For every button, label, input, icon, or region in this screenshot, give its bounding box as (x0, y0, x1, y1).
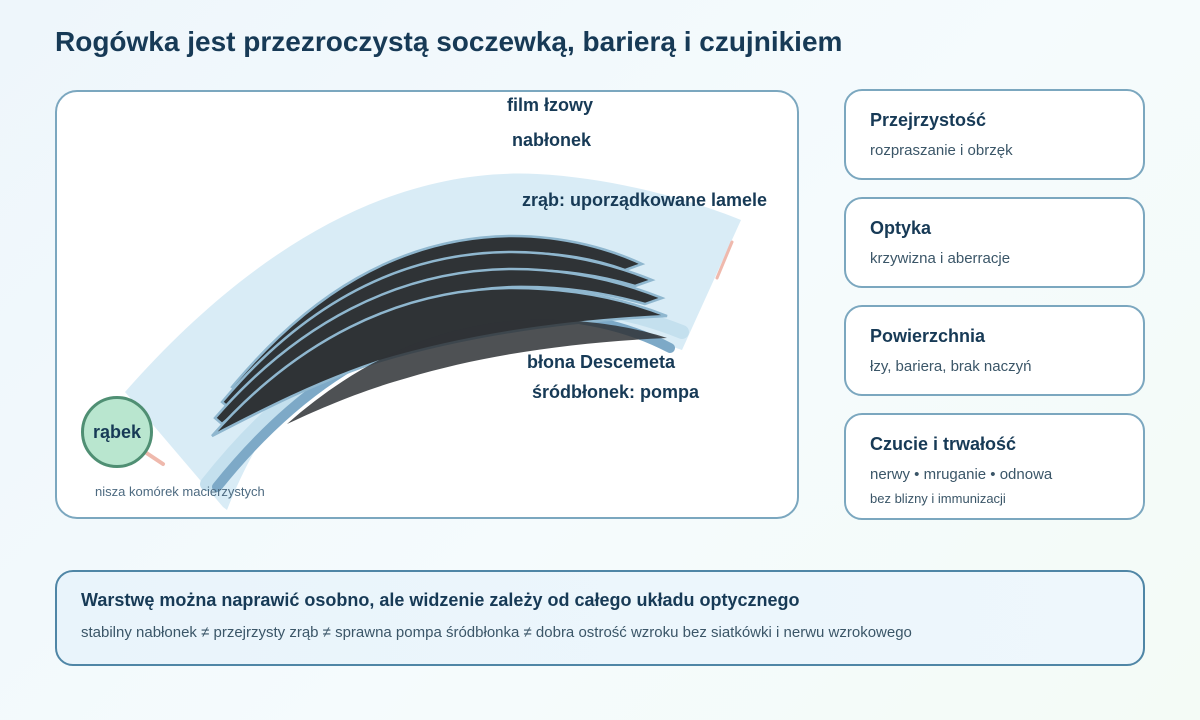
card-text: rozpraszanie i obrzęk (870, 142, 1013, 159)
limbus-note: nisza komórek macierzystych (95, 484, 265, 499)
card-transparency: Przejrzystość rozpraszanie i obrzęk (844, 89, 1145, 180)
card-sensation: Czucie i trwałość nerwy • mruganie • odn… (844, 413, 1145, 520)
summary-title: Warstwę można naprawić osobno, ale widze… (81, 590, 800, 610)
page-title: Rogówka jest przezroczystą soczewką, bar… (55, 26, 843, 57)
card-title: Powierzchnia (870, 326, 986, 346)
nerve-right (715, 240, 734, 280)
card-text: łzy, bariera, brak naczyń (870, 358, 1032, 375)
limbus-marker: rąbek (81, 396, 153, 468)
card-title: Czucie i trwałość (870, 434, 1017, 454)
limbus-label: rąbek (92, 421, 142, 442)
card-text: krzywizna i aberracje (870, 250, 1011, 267)
nerve-limbus (143, 450, 165, 466)
card-surface: Powierzchnia łzy, bariera, brak naczyń (844, 305, 1145, 396)
epithelium-label: nabłonek (512, 130, 592, 150)
card-subtext: bez blizny i immunizacji (870, 491, 1006, 506)
card-optics: Optyka krzywizna i aberracje (844, 197, 1145, 288)
stroma-label: zrąb: uporządkowane lamele (522, 190, 768, 210)
card-title: Optyka (870, 218, 932, 238)
card-title: Przejrzystość (870, 110, 987, 130)
summary-text: stabilny nabłonek ≠ przejrzysty zrąb ≠ s… (81, 624, 912, 641)
stroma-deep-shadow (287, 319, 667, 424)
card-text: nerwy • mruganie • odnowa (870, 466, 1053, 483)
cornea-illustration (125, 173, 741, 511)
tear-film-label: film łzowy (507, 95, 594, 115)
descemet-label: błona Descemeta (527, 352, 676, 372)
summary-box: Warstwę można naprawić osobno, ale widze… (55, 570, 1145, 666)
cornea-diagram-panel: film łzowy nabłonek zrąb: uporządkowane … (55, 90, 799, 519)
endothelium-label: śródbłonek: pompa (532, 382, 700, 402)
